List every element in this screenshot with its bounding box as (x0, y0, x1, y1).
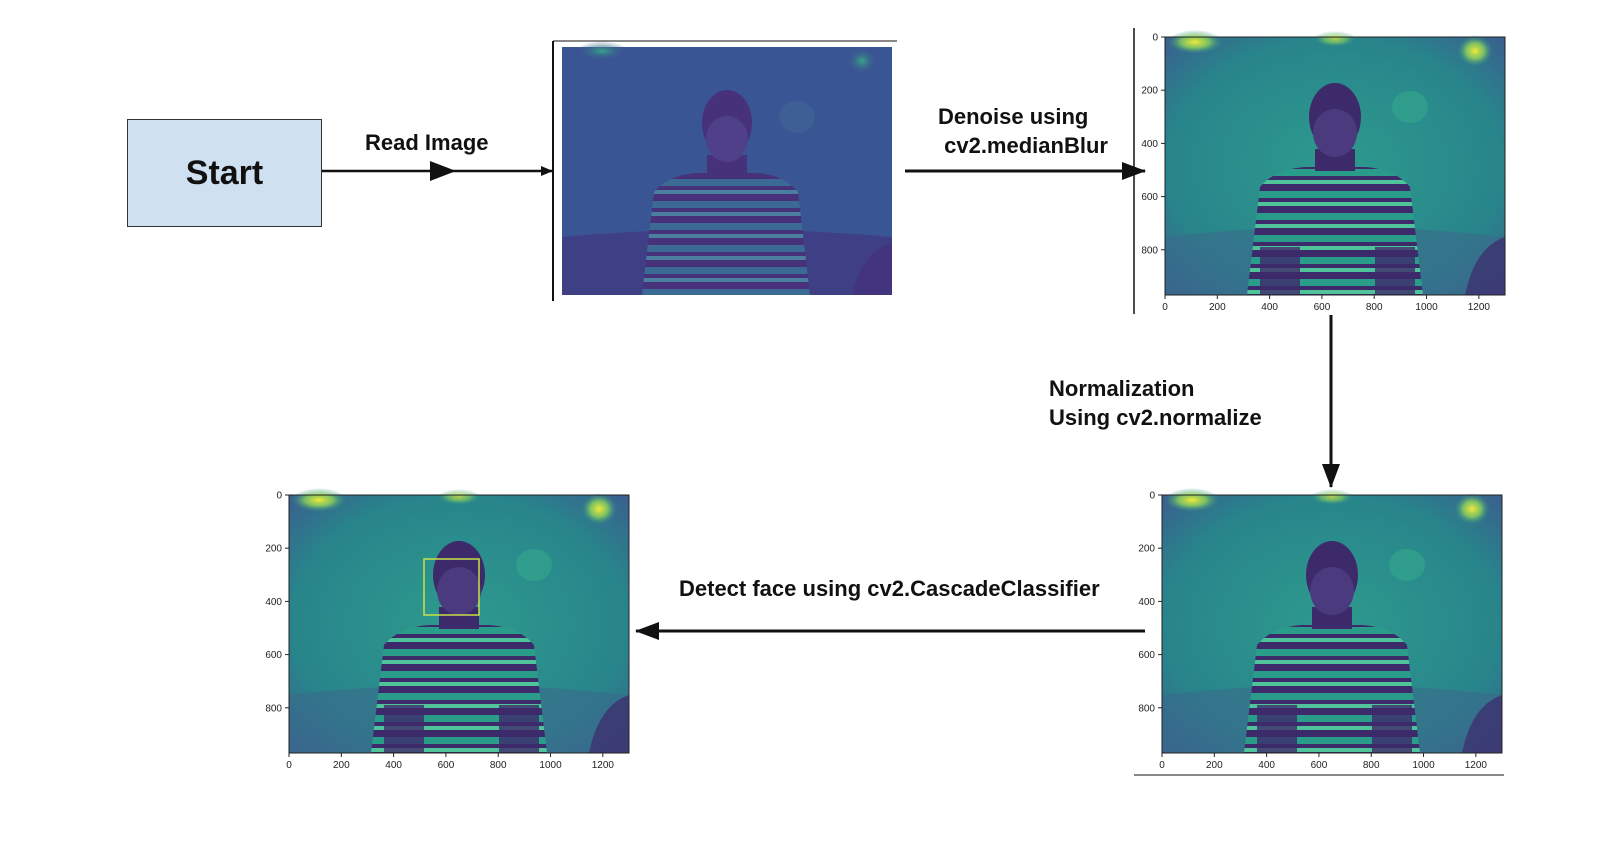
start-label: Start (185, 153, 264, 192)
y-tick-label: 400 (265, 597, 282, 608)
x-tick-label: 1000 (1415, 302, 1438, 313)
y-tick-label: 600 (1138, 650, 1155, 661)
x-tick-label: 1200 (592, 760, 615, 771)
denoised-plot-panel: 0 200 400 600 800 1000 1200 0 200 400 600 800 (1133, 28, 1506, 314)
x-tick-label: 200 (1209, 302, 1226, 313)
x-tick-label: 800 (490, 760, 507, 771)
denoise-label: Denoise using cv2.medianBlur (938, 104, 1108, 158)
x-tick-label: 1200 (1468, 302, 1491, 313)
y-tick-label: 200 (1141, 86, 1158, 97)
x-tick-label: 600 (438, 760, 455, 771)
x-tick-label: 1000 (539, 760, 562, 771)
y-tick-label: 0 (1152, 33, 1158, 44)
y-tick-label: 200 (265, 544, 282, 555)
x-tick-label: 400 (1258, 760, 1275, 771)
y-tick-label: 600 (1141, 192, 1158, 203)
y-tick-label: 800 (1138, 703, 1155, 714)
x-tick-label: 0 (286, 760, 292, 771)
x-tick-label: 1200 (1465, 760, 1488, 771)
normalized-plot-panel: 0 200 400 600 800 1000 1200 0 200 400 600 800 (1134, 488, 1504, 776)
detected-axes: 0 200 400 600 800 1000 1200 0 200 400 600 800 (265, 491, 614, 772)
x-tick-label: 600 (1311, 760, 1328, 771)
x-tick-label: 0 (1162, 302, 1168, 313)
x-tick-label: 200 (1206, 760, 1223, 771)
raw-image (562, 41, 892, 295)
detect-label: Detect face using cv2.CascadeClassifier (679, 576, 1100, 601)
y-tick-label: 800 (1141, 245, 1158, 256)
x-tick-label: 800 (1366, 302, 1383, 313)
y-tick-label: 600 (265, 650, 282, 661)
normalized-image (1161, 488, 1503, 754)
face-bounding-box (423, 558, 480, 616)
x-tick-label: 0 (1159, 760, 1165, 771)
detected-image (288, 488, 630, 754)
detected-plot-panel: 0 200 400 600 800 1000 1200 0 200 400 600 800 (265, 488, 630, 772)
x-tick-label: 800 (1363, 760, 1380, 771)
denoised-axes: 0 200 400 600 800 1000 1200 0 200 400 600 800 (1141, 33, 1490, 314)
y-tick-label: 800 (265, 703, 282, 714)
y-tick-label: 400 (1141, 139, 1158, 150)
x-tick-label: 400 (1261, 302, 1278, 313)
arrow-read-image (322, 161, 553, 181)
denoised-image (1164, 30, 1506, 296)
x-tick-label: 200 (333, 760, 350, 771)
y-tick-label: 400 (1138, 597, 1155, 608)
x-tick-label: 400 (385, 760, 402, 771)
raw-image-panel (552, 40, 897, 301)
normalize-label: Normalization Using cv2.normalize (1049, 376, 1262, 430)
read-image-label: Read Image (365, 130, 489, 155)
normalized-axes: 0 200 400 600 800 1000 1200 0 200 400 600 800 (1138, 491, 1487, 772)
y-tick-label: 0 (276, 491, 282, 502)
y-tick-label: 200 (1138, 544, 1155, 555)
x-tick-label: 1000 (1412, 760, 1435, 771)
y-tick-label: 0 (1149, 491, 1155, 502)
start-node: Start (127, 119, 322, 227)
x-tick-label: 600 (1314, 302, 1331, 313)
